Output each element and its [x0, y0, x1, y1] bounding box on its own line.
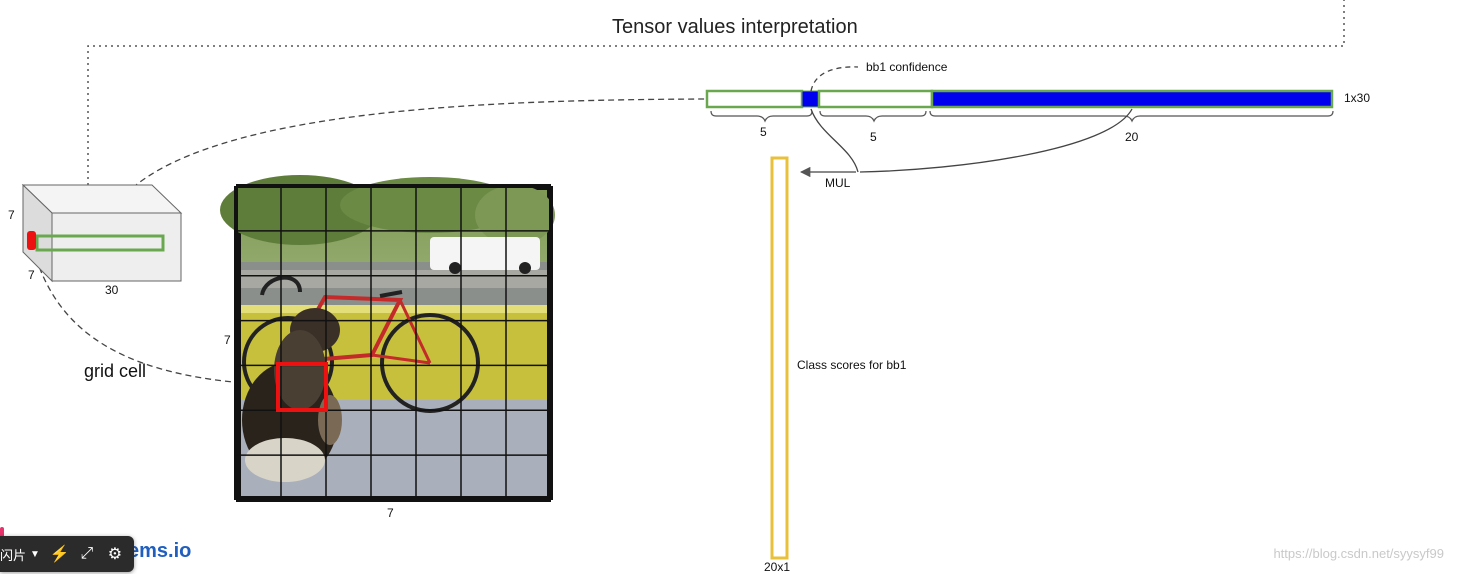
cube-width-label: 30 — [105, 283, 119, 297]
toolbar-label[interactable]: 闪片 — [0, 547, 27, 563]
bb1-confidence-label: bb1 confidence — [866, 60, 948, 74]
dotted-frame-line — [87, 0, 1345, 185]
brace-seg3 — [929, 110, 1334, 123]
cube-row-highlight — [35, 234, 165, 252]
grid-cell-label: grid cell — [84, 361, 147, 381]
chevron-down-icon[interactable]: ▼ — [30, 548, 40, 560]
vector-box1-coords — [705, 89, 804, 109]
grid-side-label: 7 — [224, 333, 231, 347]
cube-depth-label: 7 — [8, 208, 15, 222]
vector-box1-confidence — [801, 90, 820, 108]
mul-curve-from-classes — [859, 108, 1133, 173]
seg1-label: 5 — [760, 125, 767, 139]
floating-toolbar: 闪片 ▼ ⚡ ⤢ ⚙ — [0, 536, 134, 572]
gear-icon[interactable]: ⚙ — [107, 546, 123, 563]
seg3-label: 20 — [1125, 130, 1139, 144]
mul-label: MUL — [825, 176, 851, 190]
brace-seg1 — [710, 110, 813, 123]
class-scores-label: Class scores for bb1 — [797, 358, 907, 372]
vector-box2 — [817, 89, 934, 109]
diagram-title: Tensor values interpretation — [612, 16, 858, 38]
brace-seg2 — [819, 110, 927, 123]
row-to-vector-dashed-line — [99, 98, 707, 238]
vector-class-probs — [930, 89, 1334, 109]
mul-curve-from-confidence — [810, 108, 859, 173]
cube-front-face — [51, 212, 182, 282]
cube-cell-highlight — [27, 231, 36, 250]
tensor-vector — [705, 89, 1334, 109]
vector-size-label: 1x30 — [1344, 91, 1371, 105]
fullscreen-icon[interactable]: ⤢ — [80, 545, 94, 562]
watermark: https://blog.csdn.net/syysyf99 — [1273, 546, 1444, 561]
overlay-accent-mark — [0, 527, 4, 539]
grid-bottom-label: 7 — [387, 506, 394, 520]
selected-grid-cell — [276, 362, 328, 412]
tensor-cube — [21, 183, 183, 283]
lightning-icon[interactable]: ⚡ — [49, 546, 70, 563]
confidence-leader-line — [810, 66, 859, 92]
class-scores-size-label: 20x1 — [764, 560, 791, 574]
seg2-label: 5 — [870, 130, 877, 144]
cube-height-label: 7 — [28, 268, 35, 282]
grid-lines — [234, 184, 553, 502]
logo-text: ems.io — [128, 540, 192, 562]
class-scores-column — [770, 156, 789, 560]
photo-grid-image — [220, 175, 555, 500]
